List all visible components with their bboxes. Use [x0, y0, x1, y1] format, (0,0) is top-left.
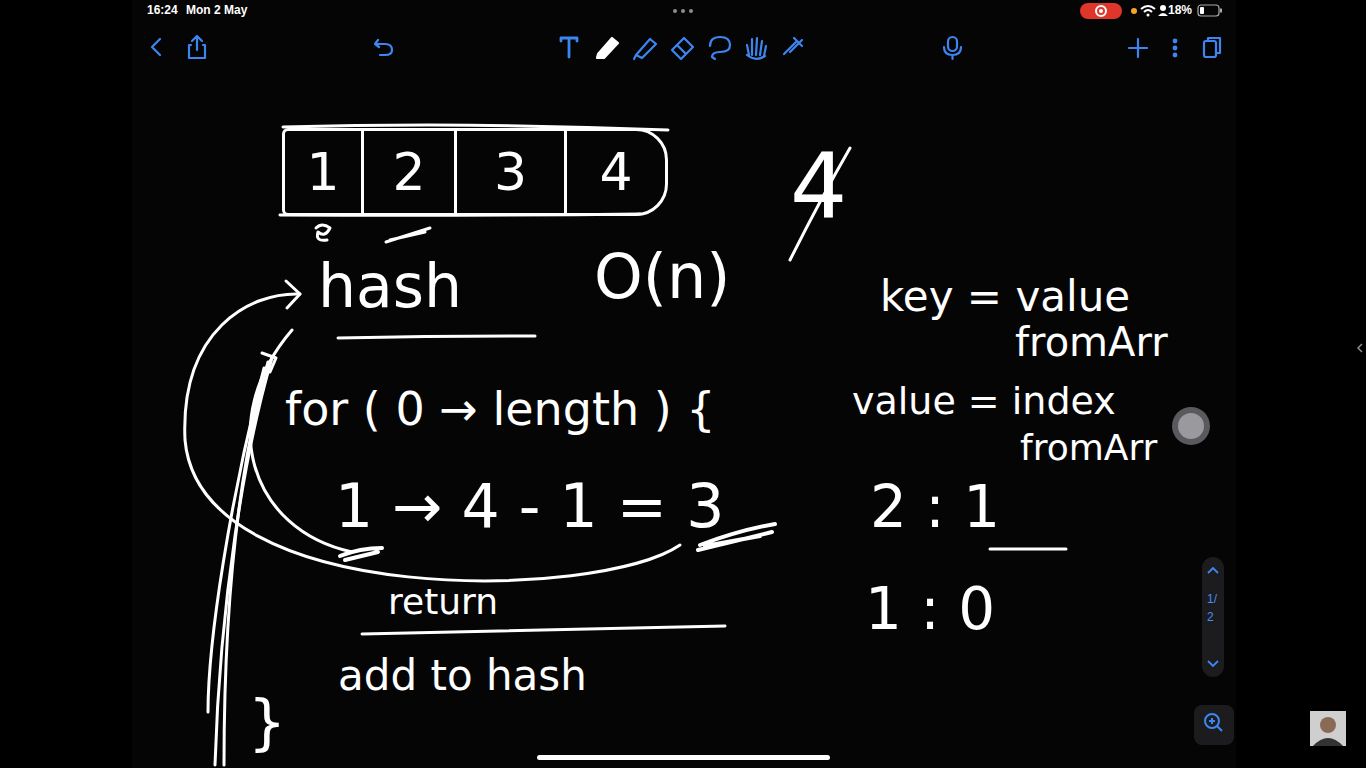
person-icon: [1158, 13, 1168, 16]
page-arrows: [1208, 568, 1218, 666]
index-scribble: [316, 225, 330, 240]
dot: [673, 9, 677, 13]
page-indicator: [1202, 557, 1224, 677]
battery-icon: [1198, 5, 1219, 16]
back-icon: [152, 39, 160, 55]
cell-value: 1: [306, 146, 339, 198]
mic-indicator: [1131, 8, 1137, 14]
add-icon: [1129, 39, 1147, 57]
index-underline: [990, 548, 1066, 551]
lasso-icon: [710, 37, 730, 59]
assistive-touch: [1172, 407, 1210, 445]
page-ground: [132, 0, 1236, 768]
person-icon: [1160, 5, 1166, 11]
record-ring: [1096, 6, 1106, 16]
home-indicator: [537, 755, 830, 760]
battery-tip: [1220, 9, 1222, 13]
array-cell: 1: [282, 128, 364, 216]
hash-underline: [338, 336, 535, 338]
record-pill: [1080, 3, 1122, 19]
cell-value: 3: [494, 146, 527, 198]
page-number: 1/2: [1207, 590, 1214, 626]
status-date: Mon 2 May: [186, 4, 247, 16]
loop-bracket: [208, 368, 264, 712]
return-underline: [362, 626, 725, 634]
complement-step: 1 → 4 - 1 = 3: [335, 476, 724, 536]
lookup-loop: [185, 294, 680, 581]
target-value: 4: [790, 142, 847, 232]
index-scribble: [386, 228, 430, 242]
undo-icon: [375, 40, 392, 55]
hash-entry: 2 : 1: [870, 478, 1000, 536]
battery-level: [1200, 7, 1204, 14]
loop-code: for ( 0 → length ) {: [285, 386, 716, 432]
key-note: fromArr: [1015, 322, 1168, 362]
battery-percent: 18%: [1168, 4, 1192, 16]
toolbar: [152, 36, 1220, 59]
hash-entry: 1 : 0: [865, 580, 995, 638]
loop-bracket: [262, 353, 276, 372]
array-cell: 2: [361, 128, 457, 216]
array-cell: 4: [564, 128, 668, 216]
webcam-thumbnail: [1310, 711, 1346, 746]
value-note: fromArr: [1020, 430, 1157, 466]
more-icon: [1174, 47, 1177, 50]
hand-icon: [747, 38, 766, 59]
eraser-icon: [672, 38, 693, 59]
zoom-button: [1194, 705, 1234, 745]
lookup-arrowhead: [286, 281, 300, 308]
closing-brace: }: [248, 692, 286, 752]
array-outline: [280, 125, 668, 215]
webcam-face: [1320, 717, 1336, 733]
dot: [681, 9, 685, 13]
side-chevron: [1358, 344, 1362, 352]
tools-icon: [784, 38, 802, 54]
zoom-icon: [1209, 718, 1222, 731]
text-tool-icon: [561, 38, 577, 57]
add-step: add to hash: [338, 655, 587, 697]
complexity-note: O(n): [594, 246, 730, 308]
cell-value: 4: [599, 146, 632, 198]
wifi-icon: [1141, 6, 1155, 12]
status-time: 16:24: [147, 4, 178, 16]
value-note: value = index: [852, 382, 1116, 420]
pages-icon: [1208, 38, 1220, 53]
array-cell: 3: [454, 128, 567, 216]
share-icon: [189, 36, 205, 58]
more-icon: [1174, 40, 1177, 43]
dot: [689, 9, 693, 13]
return-step: return: [388, 584, 498, 620]
webcam-body: [1313, 738, 1343, 746]
pen-tool-icon: [597, 38, 618, 58]
mic-icon: [944, 47, 961, 59]
highlighter-icon: [634, 39, 656, 59]
record-dot: [1099, 9, 1103, 13]
key-note: key = value: [880, 276, 1130, 318]
assistive-touch: [1178, 413, 1204, 439]
wifi-icon: [1147, 14, 1150, 17]
cell-value: 2: [392, 146, 425, 198]
ink-strokes: [185, 125, 1066, 765]
status-icons: [673, 3, 1222, 19]
pages-icon: [1204, 41, 1216, 57]
more-icon: [1174, 54, 1177, 57]
mic-icon: [948, 37, 957, 51]
hash-heading: hash: [318, 256, 462, 316]
